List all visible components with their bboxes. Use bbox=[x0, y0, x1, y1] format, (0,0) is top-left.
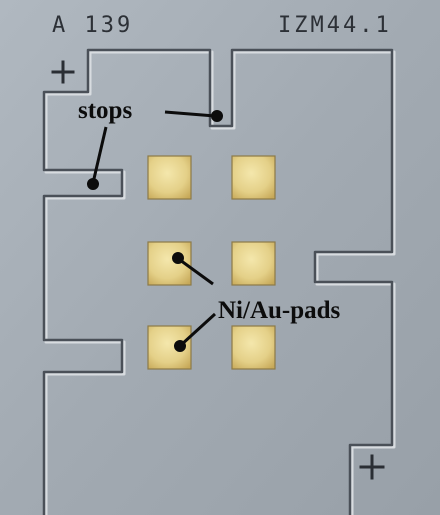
pads-label: Ni/Au-pads bbox=[218, 297, 341, 324]
plus-icon bbox=[359, 454, 385, 480]
stops-label: stops bbox=[78, 97, 132, 124]
chip-id-left: A 139 bbox=[52, 13, 133, 38]
pad bbox=[231, 155, 276, 200]
chip-id-right: IZM44.1 bbox=[278, 13, 392, 38]
pad bbox=[147, 241, 192, 286]
pad bbox=[231, 325, 276, 370]
plus-icon bbox=[51, 60, 75, 84]
pad bbox=[147, 155, 192, 200]
annotation-leaders bbox=[87, 110, 223, 352]
ni-au-pad-array bbox=[147, 155, 276, 370]
etched-trench-outline bbox=[42, 48, 396, 515]
pad bbox=[231, 241, 276, 286]
